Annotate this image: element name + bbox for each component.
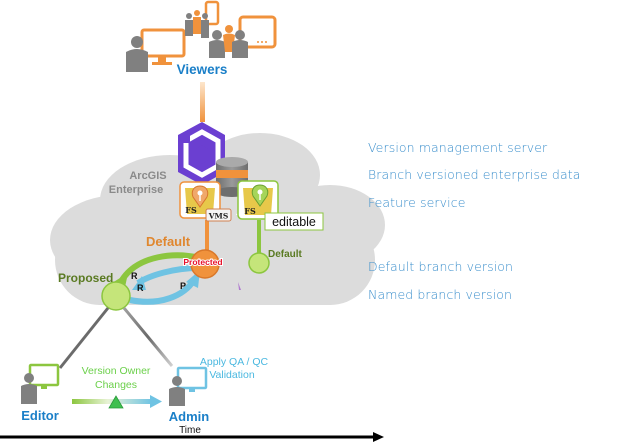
milestone-triangle-icon <box>108 395 124 409</box>
default-main-label: Default <box>146 234 191 249</box>
time-axis-arrowhead <box>373 432 384 442</box>
fs-label-vms: FS <box>185 205 197 215</box>
qa-line2: Validation <box>209 369 254 381</box>
reconcile-label-2: R <box>137 283 144 293</box>
legend-item-enterprise-data: Branch versioned enterprise data <box>368 167 581 182</box>
legend-item-vms: Version management server <box>368 140 548 155</box>
admin-label: Admin <box>169 409 210 424</box>
default-version-node-protected[interactable] <box>190 249 220 279</box>
viewer-connector-line <box>200 82 205 122</box>
default-secondary-label: Default <box>268 249 303 260</box>
viewers-label: Viewers <box>177 62 228 77</box>
feature-service-editable-icon <box>237 180 279 220</box>
legend-item-default-branch: Default branch version <box>368 259 514 274</box>
platform-label-line2: Enterprise <box>109 184 163 196</box>
admin-connector-line <box>122 307 174 367</box>
person-icon <box>131 36 143 48</box>
legend-item-feature-service: Feature service <box>368 195 466 210</box>
editable-connector-line <box>257 220 261 258</box>
vms-connector-line <box>205 220 209 252</box>
phone-icon <box>204 0 220 26</box>
monitor-icon <box>140 28 186 58</box>
editable-badge <box>264 212 324 231</box>
platform-label-line1: ArcGIS <box>129 170 166 182</box>
editor-connector-line <box>58 307 110 369</box>
cursor-mark <box>238 282 241 290</box>
version-owner-line2: Changes <box>95 379 137 391</box>
editor-label: Editor <box>21 408 59 423</box>
workflow-arrow <box>72 395 162 408</box>
fs-label-editable: FS <box>244 206 256 216</box>
version-management-server-icon <box>178 122 225 185</box>
default-version-node-secondary[interactable] <box>248 252 270 274</box>
viewers-icon-group <box>126 0 277 72</box>
editor-icon <box>21 363 60 404</box>
version-owner-line1: Version Owner <box>82 365 151 377</box>
vms-badge <box>205 208 232 222</box>
protected-label: Protected <box>183 257 222 267</box>
qa-line1: Apply QA / QC <box>200 356 269 368</box>
proposed-label: Proposed <box>58 271 113 285</box>
admin-icon <box>169 366 208 406</box>
post-label: P <box>180 281 186 291</box>
vms-label: VMS <box>208 212 229 221</box>
legend-item-named-branch: Named branch version <box>368 287 512 302</box>
named-version-node-proposed[interactable] <box>101 281 131 311</box>
time-label: Time <box>179 425 201 436</box>
reconcile-label-1: R <box>131 271 138 281</box>
editable-label: editable <box>272 215 316 229</box>
